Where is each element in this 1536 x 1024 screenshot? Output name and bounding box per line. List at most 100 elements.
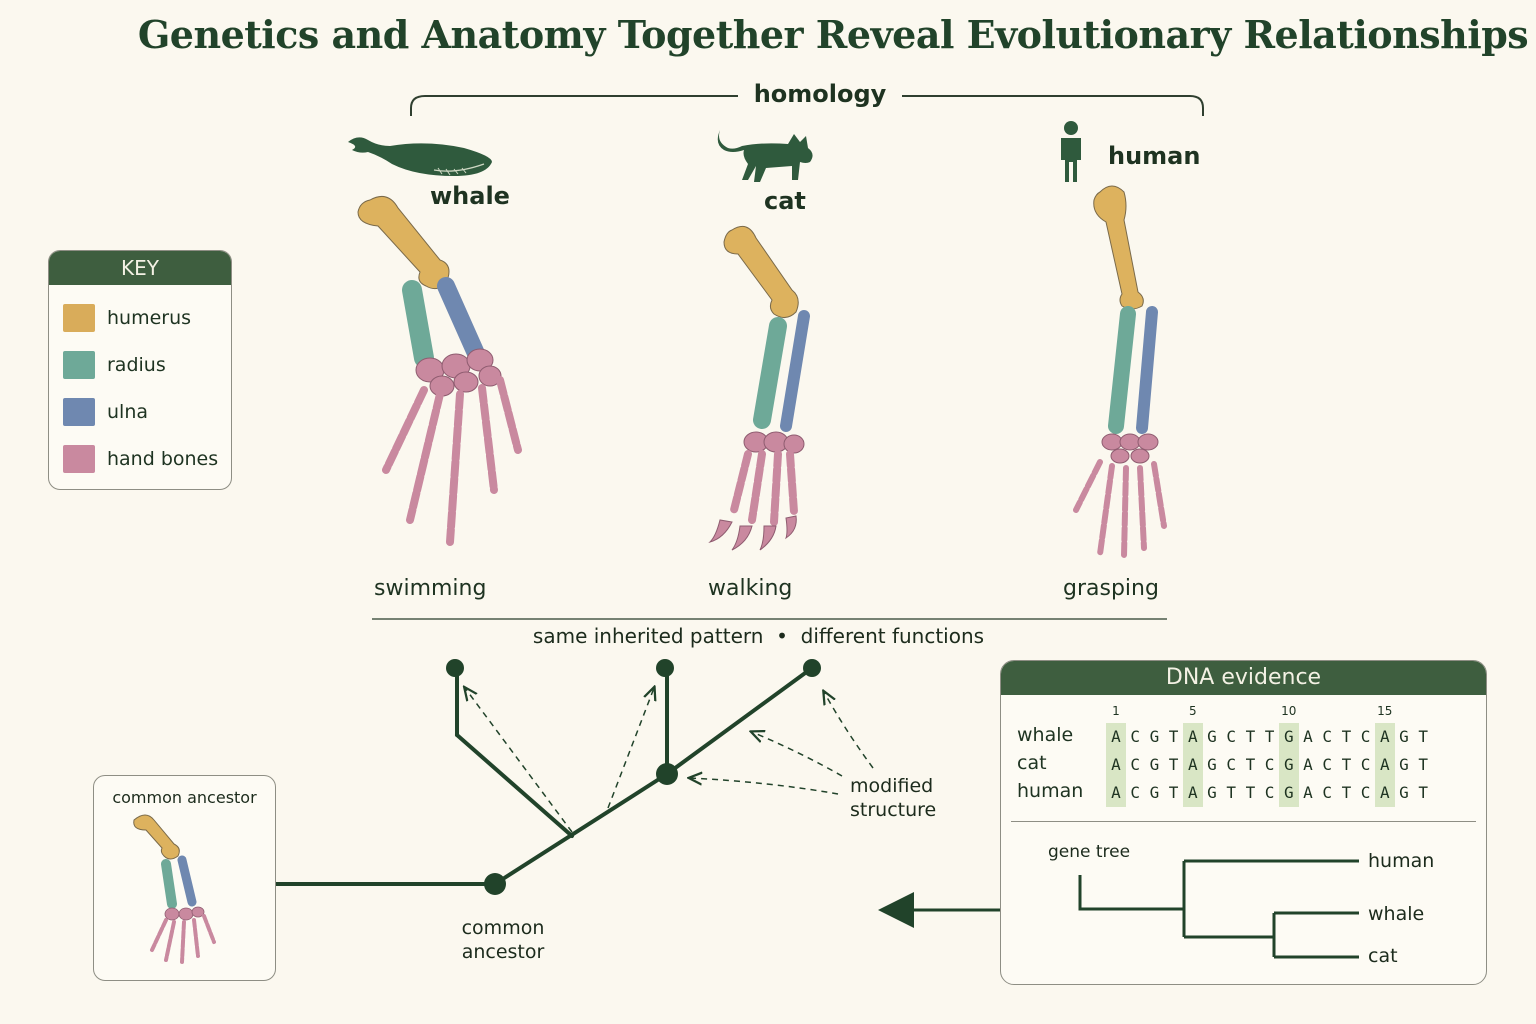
legend-label: hand bones: [107, 448, 219, 470]
page-title: Genetics and Anatomy Together Reveal Evo…: [137, 12, 1529, 57]
sequence-base: T: [1226, 783, 1236, 802]
human-arm: [1073, 185, 1167, 559]
legend-item-radius: radius: [63, 350, 166, 380]
sequence-base: T: [1245, 783, 1256, 802]
common-ancestor-node-label: common ancestor: [440, 916, 566, 964]
sequence-base: C: [1360, 755, 1371, 774]
alignment-highlight: [1106, 723, 1126, 807]
legend-label: ulna: [107, 401, 149, 423]
sequence-base: T: [1418, 783, 1428, 802]
legend-title: KEY: [49, 251, 231, 285]
sequence-base: T: [1168, 783, 1179, 802]
cat-forelimb: [708, 225, 810, 551]
tree-tip-whale: [446, 659, 464, 677]
sequence-base: G: [1207, 755, 1217, 774]
cat-icon: [717, 130, 813, 182]
sequence-base: T: [1245, 755, 1256, 774]
sequence-base: T: [1418, 727, 1428, 746]
dna-panel-title: DNA evidence: [1001, 661, 1486, 695]
sequence-base: T: [1341, 783, 1352, 802]
gene-tree-leaf-cat: cat: [1368, 945, 1398, 967]
sequence-base: A: [1379, 755, 1390, 774]
sequence-base: C: [1360, 783, 1371, 802]
gene-tree-label: gene tree: [1048, 842, 1131, 862]
function-label-whale: swimming: [374, 576, 487, 601]
alignment-highlight: [1278, 723, 1299, 807]
sequence-base: G: [1207, 783, 1217, 802]
sequence-base: C: [1226, 755, 1236, 774]
node-label-line-2: ancestor: [461, 941, 545, 963]
sequence-base: A: [1111, 755, 1121, 774]
tree-node-ancestor: [484, 873, 506, 895]
sequence-base: C: [1130, 783, 1140, 802]
dashed-arrow-4: [752, 732, 843, 777]
sequence-base: A: [1379, 783, 1390, 802]
animal-label-whale: whale: [430, 182, 510, 210]
sequence-base: A: [1187, 783, 1198, 802]
sequence-base: C: [1322, 727, 1332, 746]
sequence-base: A: [1303, 755, 1313, 774]
gene-tree-leaf-whale: whale: [1368, 903, 1425, 925]
whale-icon: [348, 137, 492, 176]
legend-swatch: [63, 351, 95, 379]
alignment-position-number: 10: [1281, 704, 1297, 718]
sequence-base: A: [1187, 755, 1198, 774]
sequence-base: T: [1168, 727, 1179, 746]
sequence-base: G: [1207, 727, 1217, 746]
sequence-base: A: [1303, 727, 1313, 746]
legend-label: radius: [107, 354, 166, 376]
sequence-base: G: [1149, 783, 1160, 802]
sequence-base: G: [1399, 783, 1409, 802]
alignment-highlight: [1374, 723, 1395, 807]
sequence-name-human: human: [1017, 780, 1084, 802]
sequence-base: C: [1322, 783, 1332, 802]
homology-bracket-left: [410, 95, 738, 116]
alignment-position-number: 1: [1112, 704, 1120, 718]
ancestor-box: common ancestor: [93, 775, 276, 981]
alignment-position-number: 15: [1377, 704, 1393, 718]
alignment-position-number: 5: [1188, 704, 1197, 718]
sequence-base: A: [1187, 727, 1198, 746]
legend-item-hand-bones: hand bones: [63, 444, 218, 474]
gene-tree: [1078, 859, 1359, 959]
sequence-base: A: [1379, 727, 1390, 746]
node-label-line-1: common: [461, 917, 545, 939]
modified-label-line-2: structure: [850, 799, 937, 821]
human-icon: [1061, 121, 1081, 182]
animal-label-human: human: [1108, 142, 1201, 170]
tree-node-inner: [656, 763, 678, 785]
legend-swatch: [63, 398, 95, 426]
sequence-base: A: [1111, 727, 1121, 746]
legend-item-humerus: humerus: [63, 303, 191, 333]
modified-structure-label: modified structure: [850, 774, 936, 822]
sequence-base: C: [1360, 727, 1371, 746]
function-label-human: grasping: [1063, 576, 1159, 601]
sequence-base: C: [1264, 783, 1275, 802]
sequence-base: T: [1418, 755, 1428, 774]
phylogenetic-tree: [274, 666, 814, 886]
sequence-base: G: [1283, 755, 1294, 774]
sequence-base: C: [1322, 755, 1332, 774]
sequence-base: C: [1226, 727, 1236, 746]
animal-label-cat: cat: [764, 187, 806, 215]
sequence-name-whale: whale: [1017, 724, 1074, 746]
ancestor-box-label: common ancestor: [112, 788, 257, 807]
sequence-base: T: [1245, 727, 1256, 746]
gene-tree-leaf-human: human: [1368, 850, 1435, 872]
tree-tip-human: [803, 659, 821, 677]
dashed-arrow-2: [607, 688, 654, 809]
sequence-base: G: [1399, 755, 1409, 774]
sequence-base: C: [1264, 755, 1275, 774]
legend-item-ulna: ulna: [63, 397, 148, 427]
sequence-base: T: [1264, 727, 1275, 746]
sequence-base: T: [1168, 755, 1179, 774]
sequence-base: G: [1399, 727, 1409, 746]
homology-bracket-right: [902, 95, 1204, 116]
sequence-base: T: [1341, 755, 1352, 774]
modified-label-line-1: modified: [850, 775, 934, 797]
legend-swatch: [63, 445, 95, 473]
legend-key: KEY humerus radius ulna hand bones: [48, 250, 232, 490]
